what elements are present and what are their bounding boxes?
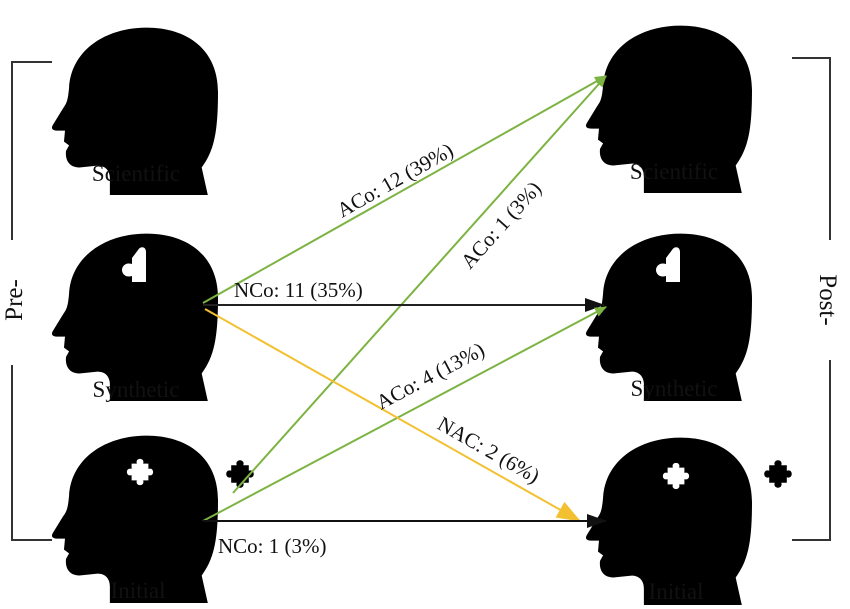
post-scientific-label: Scientific: [630, 159, 718, 184]
label-initial-to-synthetic: ACo: 4 (13%): [372, 337, 488, 414]
label-initial-to-scientific: ACo: 1 (3%): [456, 176, 546, 273]
post-initial-label: Initial: [649, 579, 704, 604]
label-synthetic-to-initial: NAC: 2 (6%): [434, 411, 544, 488]
pre-synthetic-label: Synthetic: [93, 377, 180, 402]
post-label: Post-: [814, 274, 841, 325]
pre-bracket-top: [11, 61, 52, 240]
post-synthetic-label: Synthetic: [631, 376, 718, 401]
arrow-synthetic-to-initial: [204, 308, 581, 522]
arrow-initial-to-synthetic: [202, 306, 607, 522]
post-bracket-top: [792, 57, 831, 240]
post-synthetic-puzzle-icon: [656, 247, 680, 282]
arrow-initial-to-scientific: [232, 75, 607, 494]
pre-initial-label: Initial: [111, 578, 166, 603]
post-initial-marker-puzzle-icon: [764, 460, 792, 488]
arrow-synthetic-to-scientific: [202, 75, 607, 304]
pre-label: Pre-: [1, 279, 28, 321]
post-bracket-bottom: [792, 360, 831, 541]
pre-bracket-bottom: [11, 365, 52, 541]
pre-synthetic-puzzle-icon: [122, 247, 146, 282]
label-synthetic-to-scientific: ACo: 12 (39%): [333, 138, 458, 222]
label-initial-to-initial: NCo: 1 (3%): [218, 534, 327, 558]
pre-scientific-label: Scientific: [92, 161, 180, 186]
label-synthetic-to-synthetic: NCo: 11 (35%): [234, 278, 363, 302]
